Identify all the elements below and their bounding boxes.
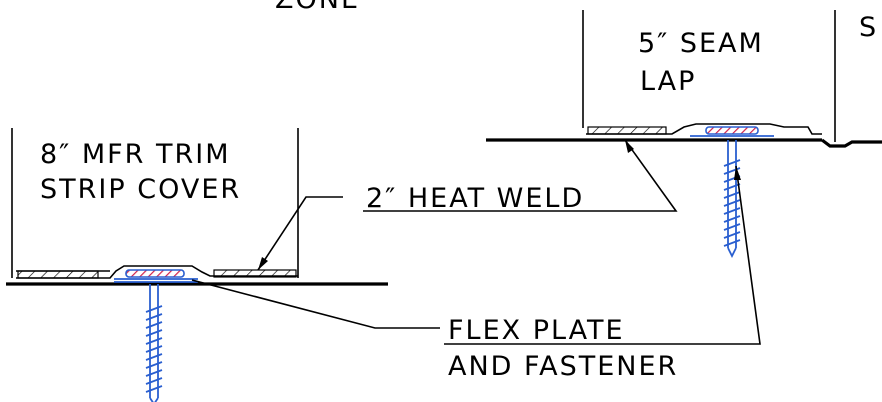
flex-plate-arrow-right [734,166,741,180]
left-membrane [16,265,298,279]
trim-strip-label-line2: STRIP COVER [40,174,241,205]
flex-plate-leader-right [682,165,761,345]
heat-weld-leader-left [257,196,343,271]
zone-label-fragment: ZONE [275,0,360,15]
left-weld-hatch [17,270,99,279]
s-label-fragment: S [859,12,878,43]
right-weld-hatch [213,269,297,278]
right-flex-plate [705,126,759,135]
left-fastener [145,284,163,402]
trim-strip-label-line1: 8″ MFR TRIM [40,139,231,170]
seam-weld-hatch [587,126,667,135]
heat-weld-leader-right [622,139,678,212]
seam-lap-label-line1: 5″ SEAM [638,28,764,59]
right-fastener [723,140,741,259]
right-membrane [586,123,822,135]
right-deck-step [821,138,882,148]
heat-weld-arrow-left [258,257,268,270]
flex-plate-label-line1: FLEX PLATE [448,315,625,346]
flex-plate-label-line2: AND FASTENER [448,351,678,382]
left-flex-plate [125,269,185,278]
heat-weld-label: 2″ HEAT WELD [366,183,584,214]
flex-plate-leader-left [191,279,440,329]
heat-weld-arrow-right [625,140,634,153]
seam-lap-label-line2: LAP [640,66,696,97]
